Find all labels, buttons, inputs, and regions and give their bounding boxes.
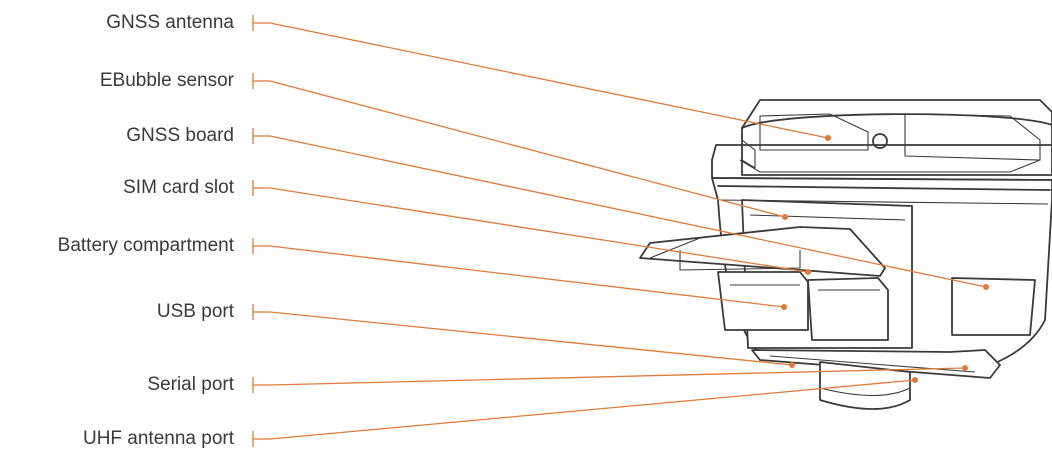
callout-label-battery-compartment: Battery compartment	[58, 235, 234, 257]
callout-label-gnss-antenna: GNSS antenna	[106, 12, 234, 34]
callout-label-sim-card-slot: SIM card slot	[123, 177, 234, 199]
callout-label-serial-port: Serial port	[147, 374, 234, 396]
leader-tick	[253, 431, 270, 447]
callout-label-gnss-board: GNSS board	[126, 125, 234, 147]
leader-tick	[253, 377, 270, 393]
leader-tick	[253, 15, 270, 31]
leader-tick	[253, 238, 270, 254]
side-panel	[952, 278, 1035, 335]
battery-cell-right	[808, 278, 888, 340]
leader-tick	[253, 73, 270, 89]
callout-label-ebubble-sensor: EBubble sensor	[100, 70, 234, 92]
callout-label-uhf-antenna-port: UHF antenna port	[83, 428, 234, 450]
leader-tick	[253, 128, 270, 144]
leader-tick	[253, 304, 270, 320]
receiver-top-cap	[742, 100, 1052, 175]
leader-tick	[253, 180, 270, 196]
receiver-body	[640, 100, 1052, 409]
callout-label-usb-port: USB port	[157, 301, 234, 323]
